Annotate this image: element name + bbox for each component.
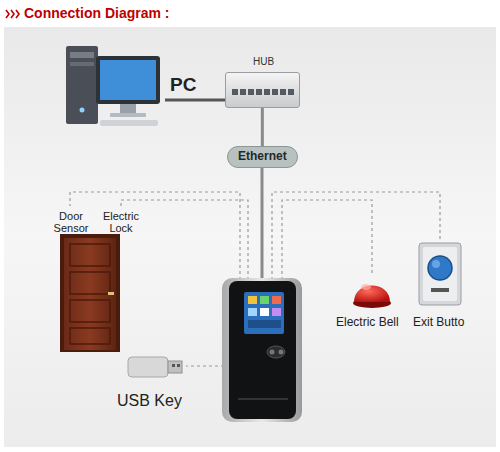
computer-part: [66, 46, 98, 124]
terminal-device-part: [270, 350, 275, 355]
computer-part: [80, 108, 85, 113]
terminal-device-part: [222, 278, 302, 422]
terminal-device-part: [260, 308, 269, 316]
network-cable: [165, 99, 225, 102]
door-part: [70, 244, 110, 266]
hub-port: [256, 89, 262, 95]
part-label: Electric Lock: [98, 210, 144, 234]
computer-part: [100, 60, 156, 100]
usb-key-part: [172, 364, 175, 367]
door-part: [70, 300, 110, 322]
terminal-device-part: [272, 308, 281, 316]
exit-button-part: [423, 247, 457, 301]
exit-button: [419, 243, 461, 305]
exit-button-part: [431, 288, 449, 292]
door-part: [70, 272, 110, 294]
door-part: [108, 292, 114, 295]
diagram-title: Connection Diagram :: [24, 6, 169, 21]
usb-key-part: [128, 357, 168, 377]
signal-wires-part: [282, 200, 372, 280]
part-label: Door Sensor: [50, 210, 92, 234]
node-text: PC: [170, 74, 196, 96]
terminal-device-part: [238, 398, 288, 400]
terminal-device-part: [229, 281, 296, 419]
terminal-device-part: [272, 296, 281, 304]
signal-wires-part: [121, 200, 248, 280]
hub-port: [232, 89, 238, 95]
electric-bell: [353, 284, 391, 308]
title-chevrons-part: [6, 10, 9, 18]
terminal-device-part: [244, 292, 284, 334]
hub-port: [240, 89, 246, 95]
computer-part: [120, 104, 136, 114]
signal-wires-part: [272, 192, 440, 280]
usb-key-part: [177, 364, 180, 367]
door-part: [64, 238, 116, 350]
exit-button-part: [432, 260, 440, 268]
terminal-device-part: [260, 296, 269, 304]
hub-ports-part: [261, 160, 264, 282]
node-text: HUB: [226, 56, 301, 68]
electric-bell-part: [361, 284, 371, 290]
background-panel-part: [4, 27, 496, 447]
part-label: Electric Bell: [336, 316, 399, 329]
hub-ports: [226, 73, 299, 107]
network-cable: [261, 108, 264, 146]
title-chevrons-part: [16, 10, 19, 18]
hub-ports: [262, 160, 263, 282]
terminal-device-part: [248, 296, 257, 304]
computer-part: [70, 62, 94, 66]
usb-key-part: [168, 361, 182, 373]
computer-part: [110, 113, 146, 117]
signal-wires-part: [186, 365, 224, 366]
node-text: Ethernet: [238, 150, 287, 164]
terminal-device-part: [279, 350, 284, 355]
title-chevrons-part: [11, 10, 14, 18]
hub-port: [272, 89, 278, 95]
computer-part: [70, 52, 94, 58]
computer: [66, 46, 160, 126]
terminal-device-part: [248, 320, 281, 328]
hub-box: HUB: [225, 72, 300, 108]
part-label: USB Key: [117, 392, 182, 410]
exit-button-part: [428, 256, 452, 280]
exit-button-part: [419, 243, 461, 305]
hub-port: [280, 89, 286, 95]
title-chevrons: [6, 10, 19, 18]
computer-part: [96, 56, 160, 104]
door-part: [70, 328, 110, 344]
hub-port: [248, 89, 254, 95]
background-panel: [4, 27, 496, 447]
part-label: Exit Butto: [413, 316, 464, 329]
pc-node: PC: [62, 42, 165, 128]
ethernet-band: Ethernet: [227, 146, 298, 168]
computer-part: [100, 120, 158, 126]
door-part: [60, 234, 120, 352]
hub-port: [264, 89, 270, 95]
door: [60, 234, 120, 352]
electric-bell-part: [354, 286, 390, 303]
terminal-device-part: [248, 308, 257, 316]
hub-port: [288, 89, 294, 95]
terminal-device-part: [267, 346, 285, 358]
terminal-device: [222, 278, 302, 422]
usb-key: [128, 357, 182, 377]
